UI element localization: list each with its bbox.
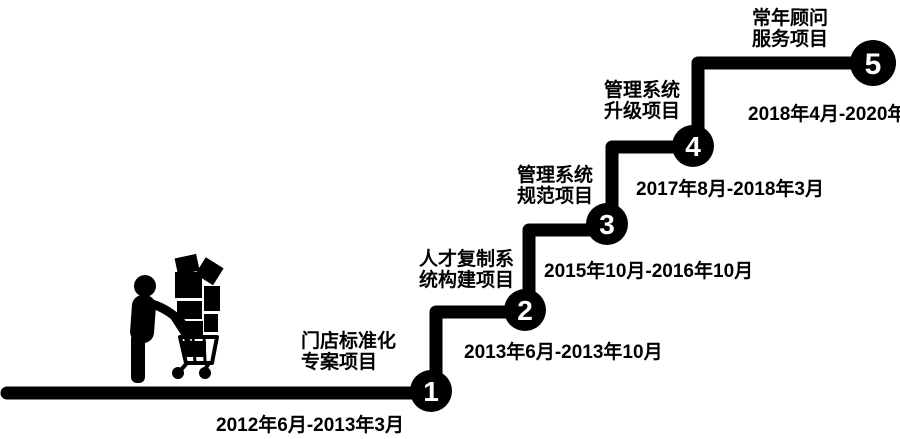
- tilted-box: [174, 253, 200, 276]
- step-1-marker: 1: [410, 370, 452, 412]
- step-5-circle: [850, 40, 896, 86]
- box: [182, 321, 203, 335]
- box: [204, 286, 220, 311]
- step-4-label-line2: 升级项目: [604, 101, 681, 122]
- step-1-circle: [410, 370, 452, 412]
- step-2-circle: [504, 289, 546, 331]
- step-4-label: 管理系统 升级项目: [604, 80, 680, 122]
- step-4-marker: 4: [672, 125, 714, 167]
- step-1-date: 2012年6月-2013年3月: [216, 415, 404, 436]
- step-2-number: 2: [517, 295, 533, 326]
- step-5-label-line1: 常年顾问: [752, 8, 829, 29]
- step-2-date: 2013年6月-2013年10月: [464, 342, 663, 363]
- step-4-circle: [672, 125, 714, 167]
- step-2-label-line2: 统构建项目: [419, 270, 515, 291]
- step-4-date: 2017年8月-2018年3月: [636, 179, 824, 200]
- step-1-label-line2: 专案项目: [301, 352, 378, 373]
- step-3-label-line2: 规范项目: [517, 186, 594, 207]
- box: [183, 341, 206, 357]
- step-4-number: 4: [685, 131, 701, 162]
- step-5-label: 常年顾问 服务项目: [752, 8, 828, 50]
- cart-wheel: [199, 367, 211, 379]
- step-2-marker: 2: [504, 289, 546, 331]
- step-2-label: 人才复制系 统构建项目: [419, 249, 514, 291]
- person-arm: [143, 298, 186, 327]
- box: [175, 272, 202, 298]
- step-5-number: 5: [865, 48, 882, 81]
- step-1-label-line1: 门店标准化: [301, 331, 397, 352]
- step-1-number: 1: [423, 376, 439, 407]
- person-pushing-cart-icon: [130, 253, 224, 383]
- box: [204, 314, 218, 332]
- cart-wheel: [172, 367, 184, 379]
- step-5-date: 2018年4月-2020年: [748, 104, 900, 125]
- step-1-label: 门店标准化 专案项目: [301, 331, 396, 373]
- person-leg: [131, 333, 145, 383]
- step-4-label-line1: 管理系统: [604, 80, 681, 101]
- step-2-label-line1: 人才复制系: [419, 249, 515, 270]
- staircase-line: [0, 56, 879, 400]
- step-3-marker: 3: [586, 203, 628, 245]
- step-3-circle: [586, 203, 628, 245]
- step-5-label-line2: 服务项目: [752, 29, 829, 50]
- step-5-marker: 5: [850, 40, 896, 86]
- tilted-box: [195, 257, 224, 286]
- step-3-number: 3: [599, 209, 615, 240]
- step-3-label-line1: 管理系统: [517, 165, 594, 186]
- box: [177, 301, 202, 319]
- step-3-label: 管理系统 规范项目: [517, 165, 593, 207]
- step-3-date: 2015年10月-2016年10月: [544, 261, 754, 282]
- person-head: [134, 275, 156, 297]
